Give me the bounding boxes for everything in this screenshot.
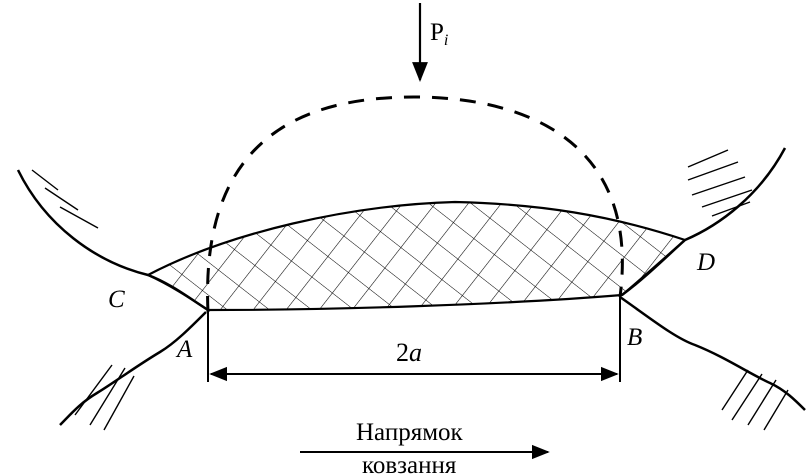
body-hatching-upper-right [687, 149, 753, 217]
lower-left-surface [59, 311, 207, 426]
body-hatching-lower-left [74, 364, 135, 431]
dimension-label: 2a [396, 338, 422, 367]
dashed-pressure-arc [206, 95, 624, 313]
body-hatching-upper-left [31, 169, 99, 229]
direction-label-line2: ковзання [362, 452, 457, 475]
point-label-b: B [627, 324, 642, 351]
contact-junction-region [145, 200, 688, 312]
direction-label-line1: Напрямок [356, 419, 464, 446]
point-label-a: A [175, 336, 193, 363]
body-hatching-lower-right [721, 369, 789, 431]
force-label: Pi [430, 19, 448, 49]
point-label-c: C [108, 286, 125, 313]
lower-right-surface [619, 295, 806, 411]
point-label-d: D [696, 249, 715, 276]
